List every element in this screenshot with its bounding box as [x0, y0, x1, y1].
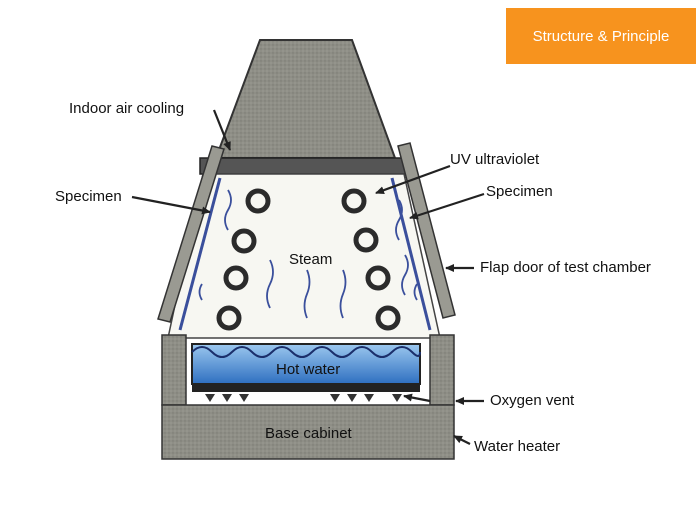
leader-water-heater — [453, 435, 471, 445]
tank-bottom-plate — [192, 384, 420, 392]
left-flap-door — [157, 145, 225, 323]
right-side-column — [429, 334, 455, 406]
leader-oxygen-vent-inner — [403, 393, 431, 403]
leader-uv-ultraviolet — [375, 164, 451, 195]
label-steam: Steam — [289, 251, 333, 268]
label-indoor-air-cooling: Indoor air cooling — [69, 100, 185, 117]
label-specimen-right: Specimen — [486, 183, 553, 200]
uv-lamp — [245, 188, 271, 214]
label-oxygen-vent: Oxygen vent — [490, 392, 575, 409]
uv-lamp — [223, 265, 249, 291]
leader-specimen-left — [131, 195, 211, 215]
uv-lamp — [375, 305, 401, 331]
left-side-column — [161, 334, 187, 406]
label-specimen-left: Specimen — [55, 188, 122, 205]
uv-lamp — [231, 228, 257, 254]
label-hot-water: Hot water — [276, 361, 341, 378]
base-cabinet — [161, 404, 455, 460]
water-surface — [191, 346, 421, 358]
uv-lamps — [216, 188, 401, 331]
leader-specimen-right — [409, 192, 485, 220]
uv-lamp — [216, 305, 242, 331]
label-uv-ultraviolet: UV ultraviolet — [450, 151, 540, 168]
uv-lamp — [365, 265, 391, 291]
uv-lamp — [353, 227, 379, 253]
specimen-strip-right — [390, 177, 432, 331]
right-flap-door — [397, 142, 456, 319]
structure-principle-badge: Structure & Principle — [506, 8, 696, 64]
leader-indoor-air-cooling — [212, 109, 232, 151]
uv-lamp — [341, 188, 367, 214]
specimen-strip-left — [178, 177, 222, 331]
steam-lines — [198, 189, 418, 319]
heating-element — [205, 394, 402, 402]
label-flap-door: Flap door of test chamber — [480, 259, 651, 276]
label-water-heater: Water heater — [474, 438, 561, 455]
chamber-top-band — [199, 157, 407, 175]
label-base-cabinet: Base cabinet — [265, 425, 352, 442]
chimney-block — [214, 39, 397, 159]
